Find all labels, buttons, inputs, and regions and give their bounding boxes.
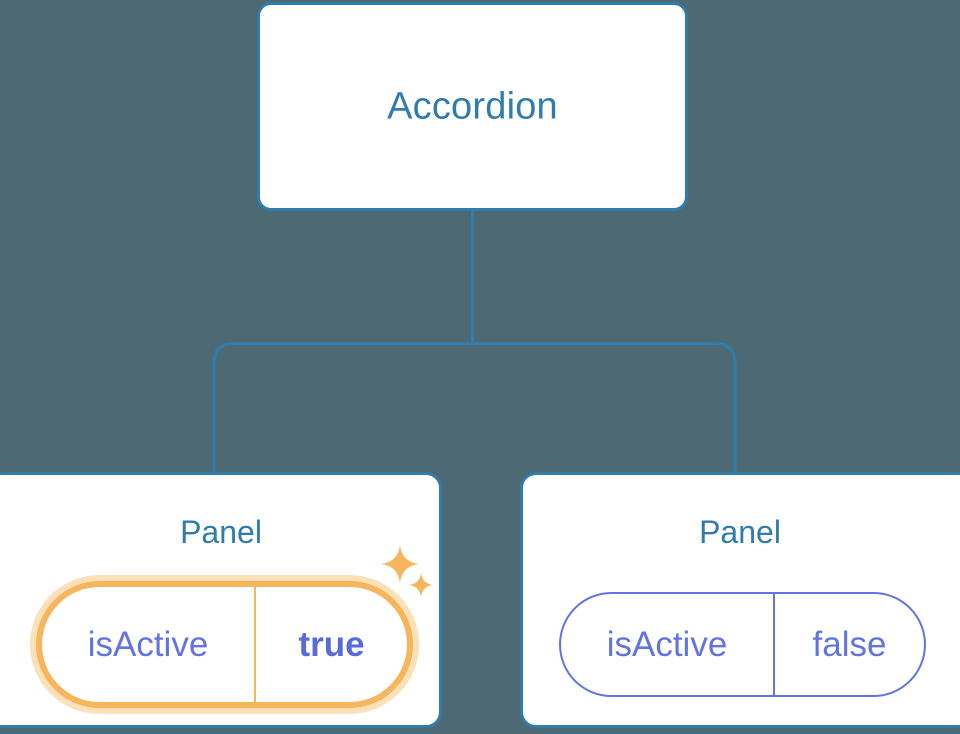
node-panel-inactive[interactable]: Panel isActive false	[520, 472, 960, 728]
node-accordion[interactable]: Accordion	[257, 2, 688, 211]
prop-value-true: true	[298, 624, 365, 664]
sparkle-icon-large	[381, 545, 419, 583]
sparkle-icon-small	[409, 573, 433, 597]
connector-branch-right	[472, 342, 737, 472]
node-accordion-title: Accordion	[387, 85, 558, 127]
prop-key-isactive: isActive	[561, 594, 775, 695]
prop-pill-isactive-false[interactable]: isActive false	[559, 592, 926, 697]
node-panel-active-title: Panel	[180, 514, 262, 550]
prop-pill-isactive-true[interactable]: isActive true	[36, 581, 413, 708]
connector-branch-left	[212, 342, 473, 472]
node-panel-inactive-title: Panel	[699, 514, 781, 550]
node-panel-active[interactable]: Panel isActive true	[0, 472, 442, 728]
prop-value-false: false	[812, 624, 887, 664]
prop-key-isactive: isActive	[42, 587, 256, 702]
